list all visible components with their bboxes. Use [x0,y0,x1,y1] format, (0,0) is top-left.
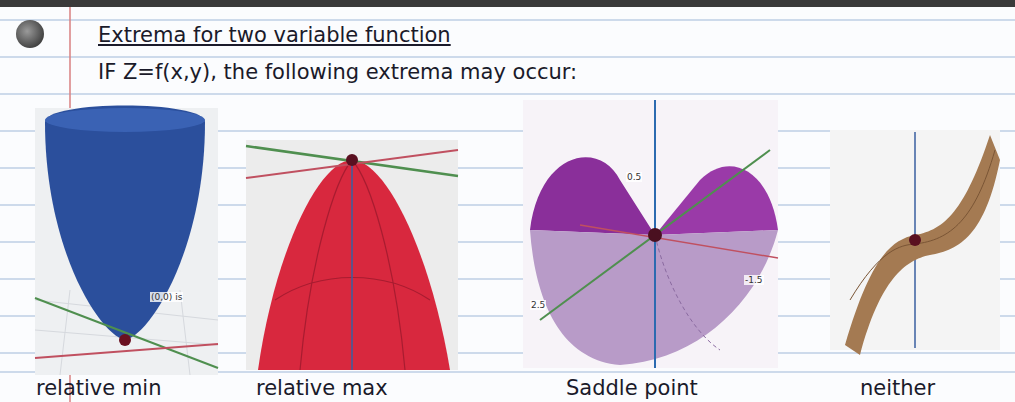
handwritten-note: Saddle point [566,376,698,400]
page-title: Extrema for two variable function [98,23,451,47]
axis-label: 0.5 [626,172,642,182]
handwritten-note: IF Z=f(x,y), the following extrema may o… [98,60,577,84]
saddle-surface-image [523,100,778,368]
axis-label: 2.5 [530,300,546,310]
punch-hole [16,20,44,48]
axis-label: (0,0) is [150,292,183,302]
handwritten-note: neither [860,376,935,400]
cubic-surface-image [830,130,1000,355]
page-top-edge [0,0,1015,7]
handwritten-note: relative min [36,376,162,400]
handwritten-note: relative max [256,376,388,400]
axis-label: -1.5 [744,275,764,285]
paraboloid-min-image [35,106,218,376]
paraboloid-max-image [246,140,458,370]
